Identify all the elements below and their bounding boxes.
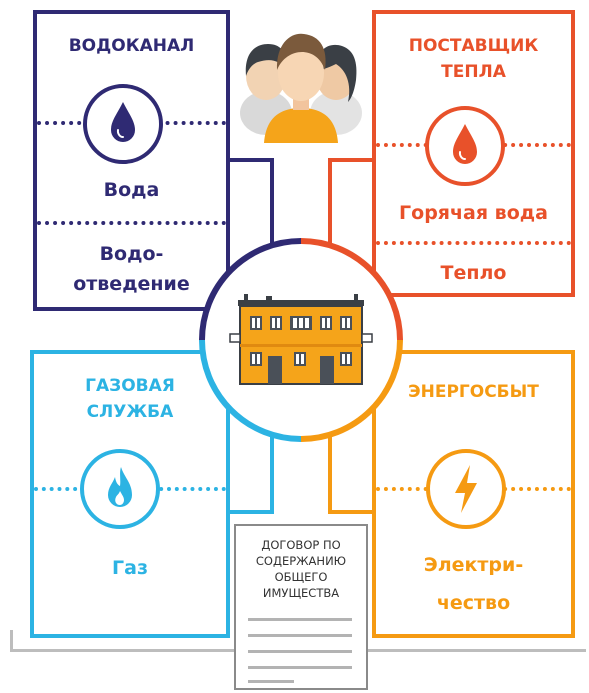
energo-item-electricity-line1: Электри- [423, 554, 524, 576]
contract-document [234, 524, 368, 690]
energo-item-electricity-line2: чество [436, 592, 511, 614]
gas-item-gas: Газ [112, 557, 148, 579]
vodokanal-dotted-divider-2 [37, 221, 226, 225]
teplo-item-heat: Тепло [440, 262, 507, 284]
vodokanal-title: ВОДОКАНАЛ [68, 36, 195, 56]
teplo-title-line1: ПОСТАВЩИК [408, 36, 539, 56]
contract-placeholder-line [248, 680, 294, 683]
contract-text-line4: ИМУЩЕСТВА [262, 586, 340, 600]
vodokanal-item-water: Вода [103, 179, 160, 201]
gas-flame-icon [80, 449, 160, 529]
teplo-item-hot-water: Горячая вода [399, 202, 548, 224]
vodokanal-item-sewage-line2: отведение [73, 273, 190, 295]
gas-title-line1: ГАЗОВАЯ [85, 376, 175, 396]
fire-drop-icon [425, 106, 505, 186]
contract-text-line3: ОБЩЕГО [274, 570, 328, 584]
vodokanal-item-sewage-line1: Водо- [99, 243, 164, 265]
teplo-title-line2: ТЕПЛА [441, 62, 506, 82]
energo-panel [372, 350, 575, 638]
gas-title-line2: СЛУЖБА [86, 402, 174, 422]
lightning-icon [426, 449, 506, 529]
teplo-dotted-divider-2 [376, 241, 571, 245]
contract-placeholder-line [248, 618, 352, 621]
contract-placeholder-line [248, 666, 352, 669]
contract-placeholder-line [248, 634, 352, 637]
contract-text-line2: СОДЕРЖАНИЮ [255, 554, 347, 568]
energo-title: ЭНЕРГОСБЫТ [408, 382, 539, 402]
water-drop-icon [83, 84, 163, 164]
contract-text-line1: ДОГОВОР ПО [261, 538, 341, 552]
apartment-building-icon [229, 294, 373, 385]
residents-group-icon [240, 33, 362, 143]
contract-placeholder-line [248, 650, 352, 653]
